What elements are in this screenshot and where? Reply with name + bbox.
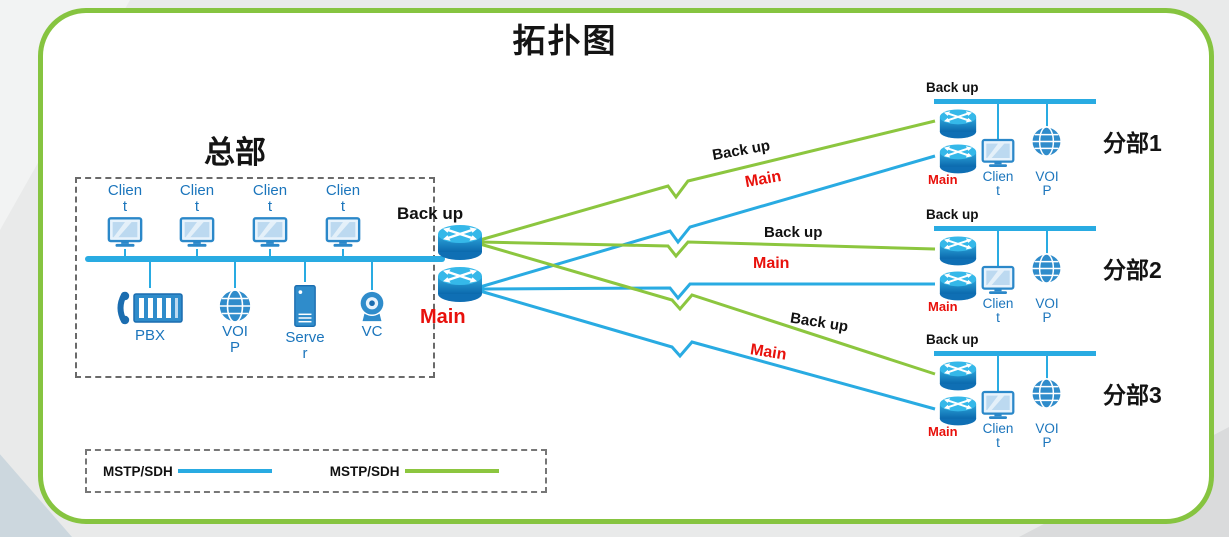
client-label: Clien t xyxy=(982,296,1014,326)
client-computer-icon xyxy=(178,216,216,249)
client-computer-icon xyxy=(324,216,362,249)
branch-main-router-icon xyxy=(938,142,978,175)
branch-lan-bus xyxy=(934,226,1096,231)
branch-backup-label: Back up xyxy=(926,80,979,95)
hq-client-workstation: Clien t xyxy=(100,183,150,257)
connector-line xyxy=(196,248,198,257)
voip-label: VOI P xyxy=(1035,421,1059,451)
hq-vc-device: VC xyxy=(342,262,402,340)
hq-client-workstation: Clien t xyxy=(172,183,222,257)
client-label: Clien t xyxy=(982,169,1014,199)
branch-main-router-icon xyxy=(938,269,978,302)
branch-1: Back up Main Clien t VOI P 分部1 xyxy=(920,80,1205,210)
client-label: Clien t xyxy=(107,182,143,215)
hq-backup-router-label: Back up xyxy=(397,204,464,223)
hq-voip-device: VOI P xyxy=(205,262,265,356)
branch-lan-bus xyxy=(934,99,1096,104)
connector-line xyxy=(1046,356,1048,379)
branch-backup-router-icon xyxy=(938,107,978,140)
legend-label: MSTP/SDH xyxy=(103,463,173,479)
connector-line xyxy=(124,248,126,257)
client-label: Clien t xyxy=(982,421,1014,451)
connector-line xyxy=(149,262,151,288)
client-label: Clien t xyxy=(325,182,361,215)
voip-label: VOI P xyxy=(1035,169,1059,199)
voip-globe-icon xyxy=(1030,252,1063,285)
video-camera-icon xyxy=(355,290,389,324)
voip-label: VOI P xyxy=(1035,296,1059,326)
connector-line xyxy=(997,356,999,392)
connector-line xyxy=(342,248,344,257)
client-computer-icon xyxy=(980,138,1016,169)
legend-item-mstp-blue: MSTP/SDH xyxy=(103,464,272,479)
branch-backup-label: Back up xyxy=(926,332,979,347)
connector-line xyxy=(1046,231,1048,254)
branch-backup-router-icon xyxy=(938,359,978,392)
branch-backup-label: Back up xyxy=(926,207,979,222)
link-label-backup: Back up xyxy=(764,224,823,241)
connector-line xyxy=(371,262,373,290)
hq-client-workstation: Clien t xyxy=(245,183,295,257)
branch-name: 分部3 xyxy=(1103,382,1162,408)
legend-line-green xyxy=(404,469,499,473)
branch-main-router-icon xyxy=(938,394,978,427)
branch-main-label: Main xyxy=(928,424,958,439)
hq-main-router-label: Main xyxy=(420,306,466,328)
link-label-main: Main xyxy=(753,255,790,272)
branch-lan-bus xyxy=(934,351,1096,356)
client-computer-icon xyxy=(980,265,1016,296)
hq-lan-bus xyxy=(85,256,445,262)
client-label: Clien t xyxy=(252,182,288,215)
voip-globe-icon xyxy=(1030,125,1063,158)
branch-backup-router-icon xyxy=(938,234,978,267)
client-computer-icon xyxy=(106,216,144,249)
connector-line xyxy=(234,262,236,288)
voip-label: VOI P xyxy=(222,323,248,356)
diagram-title: 拓扑图 xyxy=(512,22,618,59)
server-label: Serve r xyxy=(285,329,325,362)
connector-line xyxy=(269,248,271,257)
client-computer-icon xyxy=(251,216,289,249)
branch-2: Back up Main Clien t VOI P 分部2 xyxy=(920,207,1205,337)
client-computer-icon xyxy=(980,390,1016,421)
voip-globe-icon xyxy=(217,288,253,324)
hq-main-router-icon xyxy=(436,264,484,304)
server-icon xyxy=(293,282,317,330)
hq-pbx-device: PBX xyxy=(112,262,188,344)
hq-boundary-box xyxy=(75,177,435,378)
branch-main-label: Main xyxy=(928,172,958,187)
hq-title: 总部 xyxy=(204,135,266,170)
hq-backup-router-icon xyxy=(436,222,484,262)
client-label: Clien t xyxy=(179,182,215,215)
legend-item-mstp-green: MSTP/SDH xyxy=(330,464,499,479)
connector-line xyxy=(997,104,999,140)
connector-line xyxy=(997,231,999,267)
branch-3: Back up Main Clien t VOI P 分部3 xyxy=(920,332,1205,462)
legend-label: MSTP/SDH xyxy=(329,463,400,479)
branch-name: 分部1 xyxy=(1103,130,1162,156)
legend-line-blue xyxy=(177,469,272,473)
branch-main-label: Main xyxy=(928,299,958,314)
hq-client-workstation: Clien t xyxy=(318,183,368,257)
voip-globe-icon xyxy=(1030,377,1063,410)
connector-line xyxy=(1046,104,1048,127)
pbx-icon xyxy=(114,288,186,328)
hq-server-device: Serve r xyxy=(275,262,335,362)
pbx-label: PBX xyxy=(134,327,165,344)
vc-label: VC xyxy=(361,323,383,340)
connector-line xyxy=(304,262,306,282)
legend: MSTP/SDH MSTP/SDH xyxy=(85,449,547,493)
branch-name: 分部2 xyxy=(1103,257,1162,283)
